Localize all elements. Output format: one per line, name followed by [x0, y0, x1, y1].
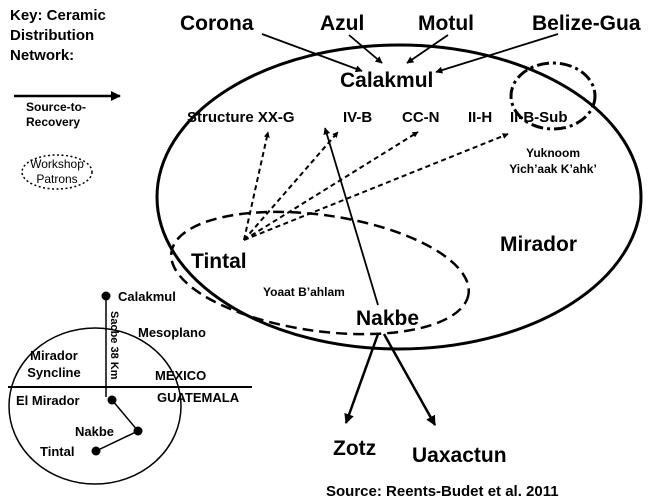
source-motul: Motul	[418, 12, 474, 35]
calakmul-label: Calakmul	[340, 69, 433, 92]
inset-mirador-nakbe-path	[111, 399, 139, 432]
patron-yuknoom-line-2: Yich’aak K’ahk’	[509, 162, 597, 176]
destination-uaxactun: Uaxactun	[412, 444, 507, 467]
arrow-belize-gua-to-calakmul	[435, 33, 559, 74]
tintal-nakbe-dashed-ellipse	[169, 210, 471, 336]
arrow-tintal-to-ii-h	[243, 133, 509, 241]
arrow-nakbe-to-uaxactun	[382, 333, 437, 426]
inset-basin-ellipse	[8, 327, 182, 485]
structure-ii-b-sub: II-B-Sub	[510, 109, 568, 126]
key-title-line-1: Key: Ceramic	[10, 7, 106, 24]
key-patrons-line-2: Patrons	[36, 172, 77, 186]
inset-guatemala-label: GUATEMALA	[157, 390, 240, 405]
key-arrow-label-line-2: Recovery	[26, 115, 80, 129]
structure-cc-n: CC-N	[402, 109, 440, 126]
arrow-corona-to-calakmul	[261, 33, 363, 73]
key-arrow-label-line-1: Source-to-	[26, 100, 86, 114]
arrow-tintal-to-xx-g	[243, 131, 270, 241]
key-legend: Key: Ceramic Distribution Network: Sourc…	[10, 7, 121, 190]
arrow-azul-to-calakmul	[348, 34, 383, 64]
key-title-line-2: Distribution	[10, 27, 94, 44]
patron-yuknoom-line-1: Yuknoom	[526, 146, 580, 160]
key-title-line-3: Network:	[10, 47, 74, 64]
structure-iv-b: IV-B	[343, 109, 372, 126]
inset-basin-line-2: Syncline	[27, 365, 80, 380]
destination-zotz: Zotz	[333, 437, 376, 460]
key-patrons-line-1: Workshop	[30, 157, 84, 171]
mirador-label: Mirador	[500, 233, 577, 256]
inset-calakmul-dot	[101, 291, 111, 301]
tintal-dashed-arrows	[243, 131, 509, 241]
source-corona: Corona	[180, 12, 254, 35]
inset-map: Calakmul Mesoplano Sacbe 38 Km Mirador S…	[8, 289, 252, 485]
source-belize-gua: Belize-Gua	[532, 12, 641, 35]
mirador-region-ellipse	[155, 43, 643, 351]
structure-ii-h: II-H	[468, 109, 492, 126]
source-credit: Source: Reents-Budet et al. 2011	[326, 483, 559, 500]
arrow-tintal-to-iv-b	[243, 131, 339, 241]
structure-xx-g: Structure XX-G	[187, 109, 295, 126]
tintal-label: Tintal	[191, 250, 247, 273]
inset-tintal-nakbe-path	[95, 430, 139, 452]
inset-calakmul-label: Calakmul	[118, 289, 176, 304]
inset-nakbe-label: Nakbe	[75, 424, 114, 439]
nakbe-label: Nakbe	[356, 307, 419, 330]
arrow-nakbe-to-xx-g	[323, 127, 379, 306]
arrow-tintal-to-cc-n	[243, 131, 419, 241]
patron-yoaat-bahlam: Yoaat B’ahlam	[263, 285, 345, 299]
inset-basin-line-1: Mirador	[30, 348, 78, 363]
inset-mexico-label: MEXICO	[155, 368, 206, 383]
inset-tintal-label: Tintal	[40, 444, 74, 459]
ii-b-sub-patron-ellipse	[509, 61, 597, 131]
inset-sacbe-label: Sacbe 38 Km	[108, 311, 120, 380]
inset-el-mirador-label: El Mirador	[16, 393, 80, 408]
arrow-motul-to-calakmul	[406, 34, 449, 64]
arrow-nakbe-to-zotz	[344, 333, 380, 424]
inset-mesoplano-label: Mesoplano	[138, 325, 206, 340]
key-patrons-ellipse	[21, 154, 93, 190]
source-azul: Azul	[320, 12, 364, 35]
